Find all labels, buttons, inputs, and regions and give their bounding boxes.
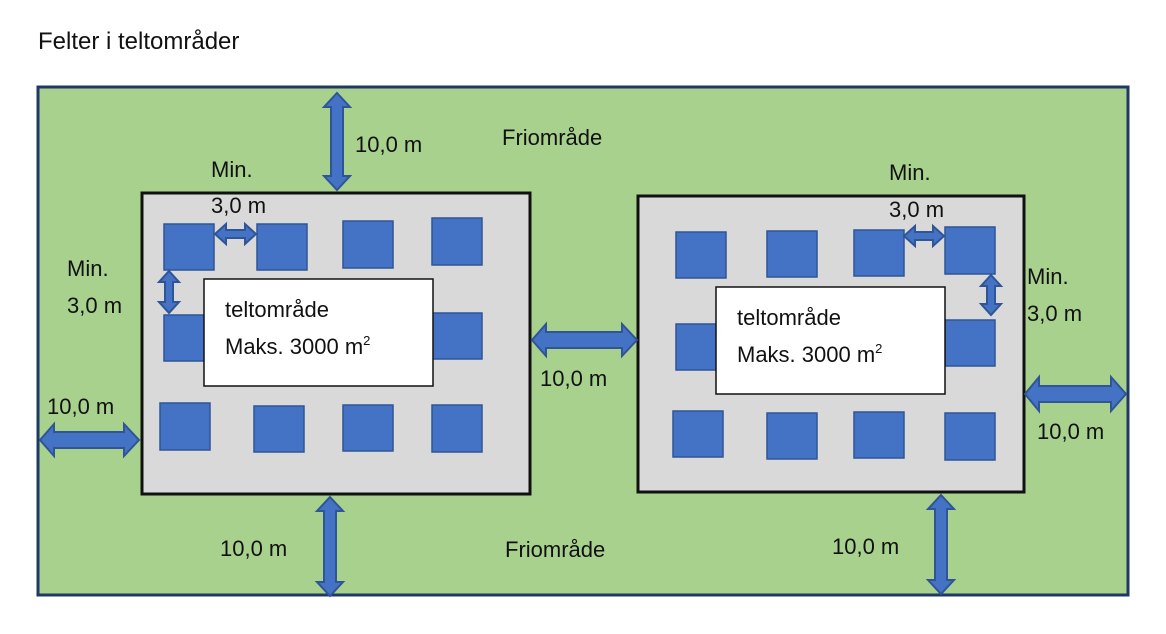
- arrow-bottom-left-10m: [314, 495, 346, 598]
- arrow-right-10m: [1023, 374, 1128, 414]
- tent: [675, 231, 727, 279]
- tent: [431, 217, 483, 266]
- tent: [944, 412, 996, 461]
- field-label-box-left: [203, 278, 434, 387]
- arrow-min-3m-left-vertical: [156, 269, 182, 315]
- tent: [853, 229, 905, 277]
- min-left-side-line1: Min.: [67, 256, 109, 281]
- arrow-top-10m: [321, 91, 353, 192]
- tent: [766, 412, 818, 460]
- arrow-min-3m-left-horizontal: [213, 221, 258, 247]
- min-right-top-line1: Min.: [889, 160, 931, 185]
- field-name-right: teltområde: [737, 305, 841, 330]
- tent: [944, 319, 996, 367]
- min-left-side-line2: 3,0 m: [67, 293, 122, 318]
- min-left-top-line2: 3,0 m: [211, 193, 266, 218]
- min-right-top-line2: 3,0 m: [889, 197, 944, 222]
- diagram-title: Felter i teltområder: [38, 28, 239, 55]
- tent: [342, 220, 394, 269]
- arrow-min-3m-right-vertical: [978, 273, 1004, 317]
- tent: [159, 402, 211, 451]
- tent: [256, 223, 308, 271]
- tent: [853, 411, 905, 459]
- field-max-left: Maks. 3000 m2: [225, 333, 370, 359]
- field-max-right: Maks. 3000 m2: [737, 341, 882, 367]
- min-right-side-line1: Min.: [1027, 264, 1069, 289]
- min-right-side-line2: 3,0 m: [1027, 301, 1082, 326]
- distance-right-label: 10,0 m: [1037, 419, 1104, 444]
- tent: [944, 226, 996, 275]
- field-label-box-right: [715, 286, 946, 395]
- tent: [342, 404, 394, 452]
- distance-top-label: 10,0 m: [355, 132, 422, 157]
- distance-bottom-right-label: 10,0 m: [832, 534, 899, 559]
- field-name-left: teltområde: [225, 297, 329, 322]
- distance-left-label: 10,0 m: [47, 394, 114, 419]
- arrow-middle-10m: [530, 321, 639, 359]
- arrow-bottom-right-10m: [925, 493, 957, 596]
- tent: [672, 410, 724, 458]
- tent: [163, 223, 215, 271]
- tent: [766, 230, 818, 278]
- distance-middle-label: 10,0 m: [540, 366, 607, 391]
- distance-bottom-left-label: 10,0 m: [220, 536, 287, 561]
- tent: [431, 312, 483, 360]
- tent: [431, 404, 483, 453]
- tents-right: [672, 226, 996, 461]
- arrow-left-10m: [38, 421, 141, 459]
- min-left-top-line1: Min.: [211, 157, 253, 182]
- tents-left: [159, 217, 483, 453]
- free-area-label-bottom: Friområde: [505, 537, 605, 562]
- free-area-label-top: Friområde: [502, 125, 602, 150]
- arrow-min-3m-right-horizontal: [902, 223, 946, 249]
- tent: [253, 405, 305, 453]
